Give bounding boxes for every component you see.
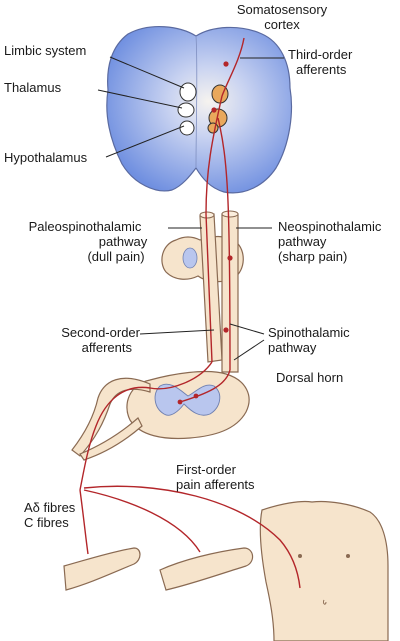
forearm-left <box>63 547 141 591</box>
label-thalamus: Thalamus <box>4 80 62 95</box>
torso <box>259 500 389 641</box>
label-neospinothalamic: Neospinothalamic pathway (sharp pain) <box>278 219 382 264</box>
leader-lines <box>97 56 284 361</box>
label-second-order-afferents: Second-order afferents <box>61 325 140 355</box>
thalamus-nucleus <box>177 102 195 118</box>
nerve-pathways <box>79 37 301 589</box>
brain-section <box>106 26 293 194</box>
synapse-dot <box>227 255 233 261</box>
synapse-dot <box>177 399 183 405</box>
label-paleospinothalamic: Paleospinothalamic pathway (dull pain) <box>28 219 148 264</box>
label-third-order-afferents: Third-order afferents <box>288 47 353 77</box>
synapse-dot <box>223 327 229 333</box>
label-dorsal-horn: Dorsal horn <box>276 370 344 385</box>
hypothalamus-nucleus <box>179 120 195 136</box>
label-limbic-system: Limbic system <box>4 43 87 58</box>
ventral-root <box>79 417 143 461</box>
forearm-middle <box>159 547 254 591</box>
label-spinothalamic-pathway: Spinothalamic pathway <box>268 325 350 355</box>
label-hypothalamus: Hypothalamus <box>4 150 88 165</box>
dorsal-root <box>71 377 151 457</box>
label-somatosensory-cortex: Somatosensory cortex <box>236 2 328 32</box>
synapse-dot <box>211 107 217 113</box>
limbic-nucleus <box>179 82 197 102</box>
synapse-dot <box>193 393 199 399</box>
label-first-order-pain-afferents: First-order pain afferents <box>176 462 255 492</box>
label-fibres: Aδ fibres C fibres <box>24 500 76 530</box>
synapse-dot <box>223 61 229 67</box>
